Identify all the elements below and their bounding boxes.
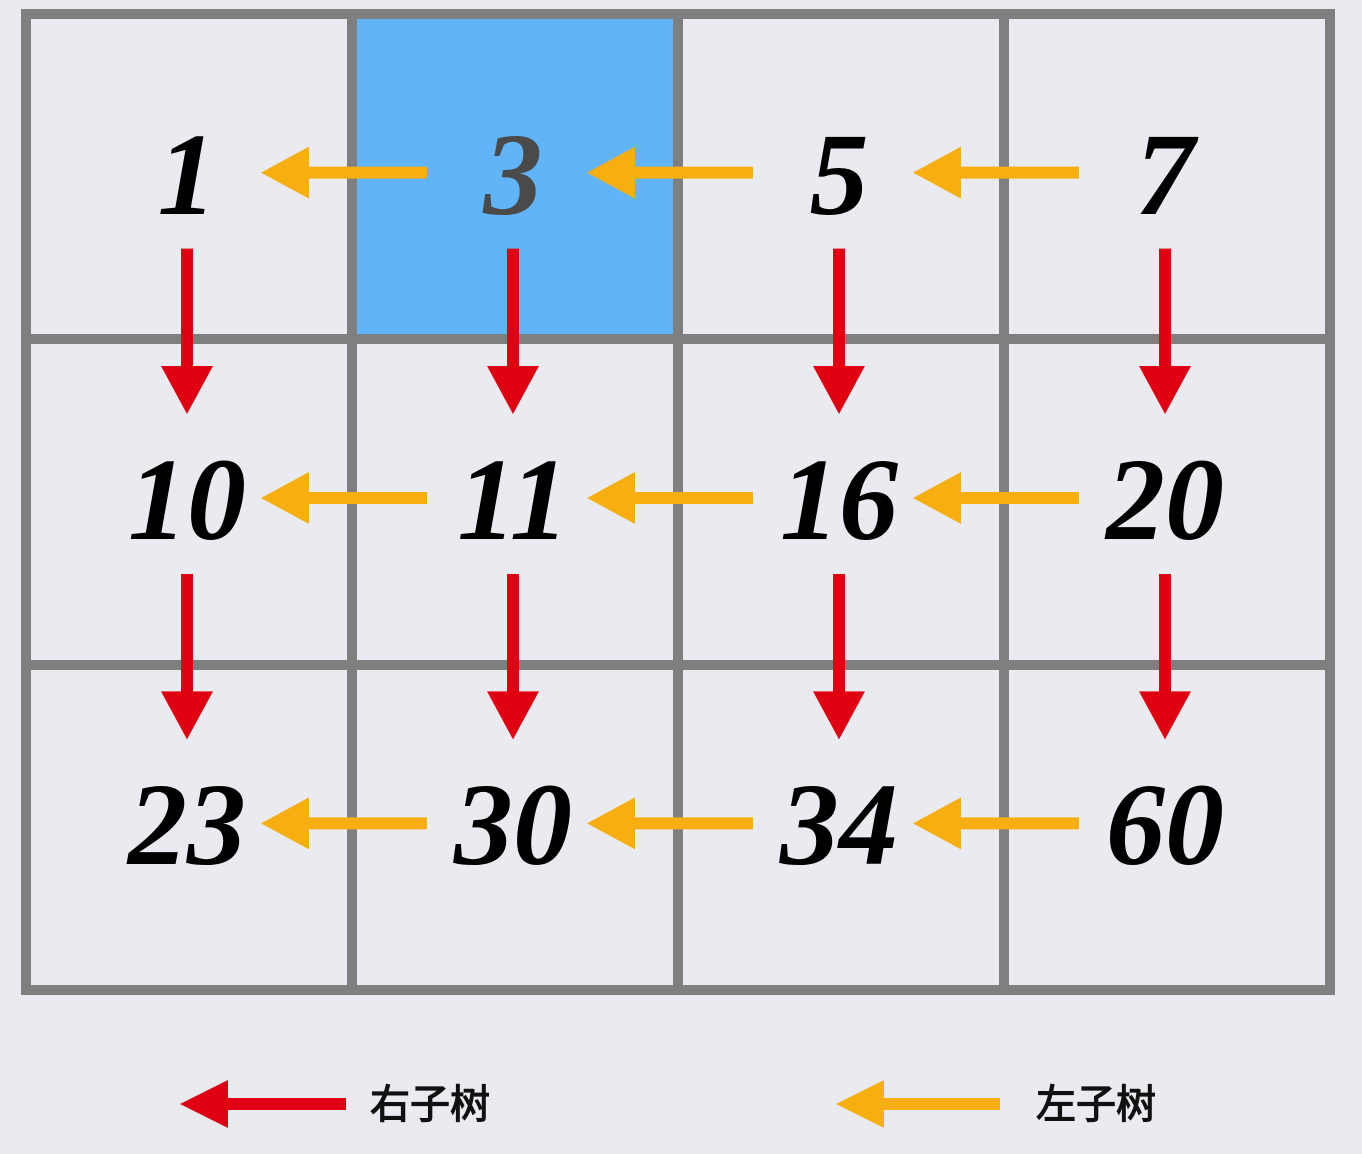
- cell-value: 10: [128, 434, 246, 565]
- legend-label-left-subtree: 左子树: [1036, 1082, 1156, 1128]
- cell-value: 1: [157, 108, 217, 240]
- grid-line-vertical: [999, 9, 1009, 995]
- legend: 右子树 左子树: [0, 1060, 1362, 1150]
- grid-line-vertical: [347, 9, 357, 995]
- grid-line-horizontal: [21, 985, 1335, 995]
- grid-line-vertical: [673, 9, 683, 995]
- cell-value: 5: [809, 108, 869, 240]
- cell-value: 16: [780, 434, 898, 565]
- left-subtree-arrow-icon: [836, 1080, 1000, 1128]
- cell-value: 60: [1106, 759, 1224, 891]
- grid-line-vertical: [1325, 9, 1335, 995]
- cell-value: 11: [457, 434, 569, 565]
- legend-arrows: [180, 1080, 1000, 1128]
- cell-value: 3: [483, 108, 543, 240]
- grid-line-horizontal: [21, 659, 1335, 670]
- grid-line-horizontal: [21, 9, 1335, 19]
- grid-line-vertical: [21, 9, 31, 995]
- matrix-grid: 1 3 5 7 10 11 16 20 23 30 34 60: [21, 9, 1335, 995]
- cell-value: 23: [128, 759, 246, 891]
- cell-value: 20: [1106, 434, 1224, 565]
- grid-line-horizontal: [21, 334, 1335, 345]
- legend-label-right-subtree: 右子树: [370, 1082, 490, 1128]
- cell-value: 34: [780, 759, 898, 891]
- cell-value: 30: [454, 759, 572, 891]
- right-subtree-arrow-icon: [180, 1080, 346, 1128]
- cell-value: 7: [1135, 108, 1195, 240]
